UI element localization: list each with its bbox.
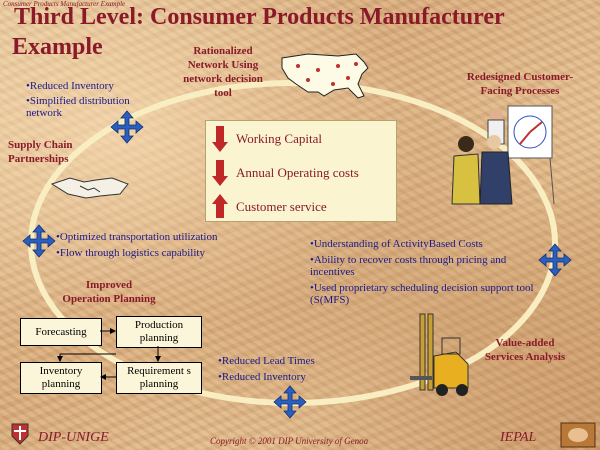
move-arrows-icon [273,385,307,419]
forecasting-box: Forecasting [20,318,102,346]
lead-time-bullets: •Reduced Lead Times •Reduced Inventory [218,355,315,383]
iepal-logo-icon [560,422,596,448]
business-people-icon [451,105,555,205]
activity-bullets: •Understanding of ActivityBased Costs •A… [310,238,534,306]
metric-working-capital: Working Capital [236,131,322,146]
inventory-planning-box: Inventory planning [20,362,102,394]
slide-title-line2: Example [12,34,103,60]
move-arrows-icon [22,224,56,258]
move-arrows-icon [538,243,572,277]
footer-copyright: Copyright © 2001 DIP University of Genoa [210,436,369,446]
down-arrow-icon [212,126,228,152]
metric-operating-costs: Annual Operating costs [236,165,359,180]
production-planning-box: Production planning [116,316,202,348]
bullet-simplified-network: •Simplified distribution network [26,95,130,119]
down-arrow-icon [212,160,228,186]
slide-title-line1: Third Level: Consumer Products Manufactu… [14,4,505,30]
metric-customer-service: Customer service [236,199,327,214]
handshake-icon [50,177,129,199]
supply-chain-label: Supply Chain Partnerships [8,139,73,165]
customer-processes-label: Redesigned Customer- Facing Processes [466,71,574,97]
supply-chain-bullets: •Optimized transportation utilization •F… [56,231,218,259]
footer-dip-unige: DIP-UNIGE [38,430,109,445]
requirements-planning-box: Requirement s planning [116,362,202,394]
slide-caption: Consumer Products Manufacturer Example [3,0,126,8]
up-arrow-icon [212,194,228,218]
bullet-reduced-inventory: •Reduced Inventory [26,80,114,92]
metric-arrows [212,126,228,218]
network-bullets: •Reduced Inventory •Simplified distribut… [26,80,166,119]
university-crest-icon [11,423,29,445]
footer-iepal: IEPAL [500,430,537,445]
network-tool-label: Rationalized Network Using network decis… [183,45,263,99]
forklift-icon [410,313,469,396]
key-metrics-box [205,120,397,222]
operation-planning-label: Improved Operation Planning [62,279,156,305]
us-map-icon [281,53,369,99]
value-added-label: Value-added Services Analysis [484,337,566,363]
move-arrows-icon [110,110,144,144]
